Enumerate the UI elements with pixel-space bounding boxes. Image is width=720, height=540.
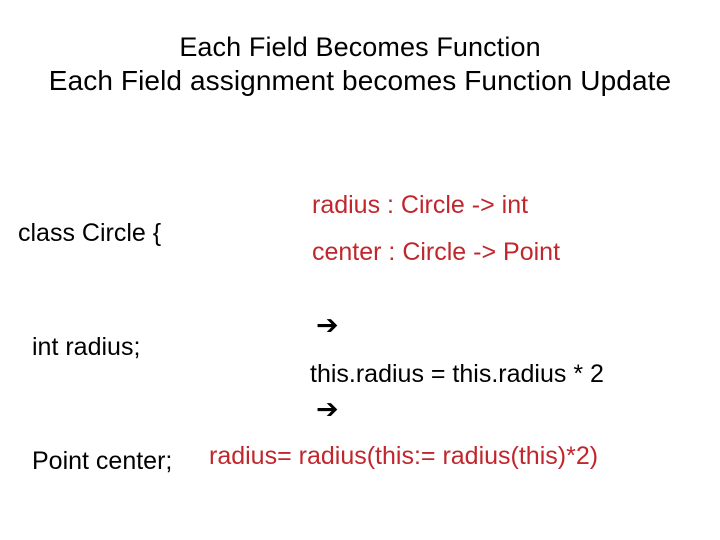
code-line-class-decl: class Circle { [18, 219, 162, 247]
code-line-field-radius: int radius; [32, 333, 141, 361]
functional-update-expression: radius= radius(this:= radius(this)*2) [209, 442, 599, 470]
field-signature-center: center : Circle -> Point [312, 238, 561, 266]
page-subtitle: Each Field assignment becomes Function U… [48, 65, 672, 96]
code-listing: class Circle { int radius; Point center;… [18, 138, 318, 540]
transformed-statement: this.radius = this.radius * 2 [310, 360, 604, 388]
code-line-field-center: Point center; [32, 447, 173, 475]
slide-title-block: Each Field Becomes Function Each Field a… [0, 30, 720, 98]
page-title: Each Field Becomes Function [179, 32, 541, 62]
field-signature-radius: radius : Circle -> int [312, 191, 529, 219]
field-signature-list: radius : Circle -> int center : Circle -… [312, 182, 560, 276]
heavy-right-arrow-icon-2: ➔ [316, 394, 339, 425]
heavy-right-arrow-icon: ➔ [316, 310, 339, 341]
